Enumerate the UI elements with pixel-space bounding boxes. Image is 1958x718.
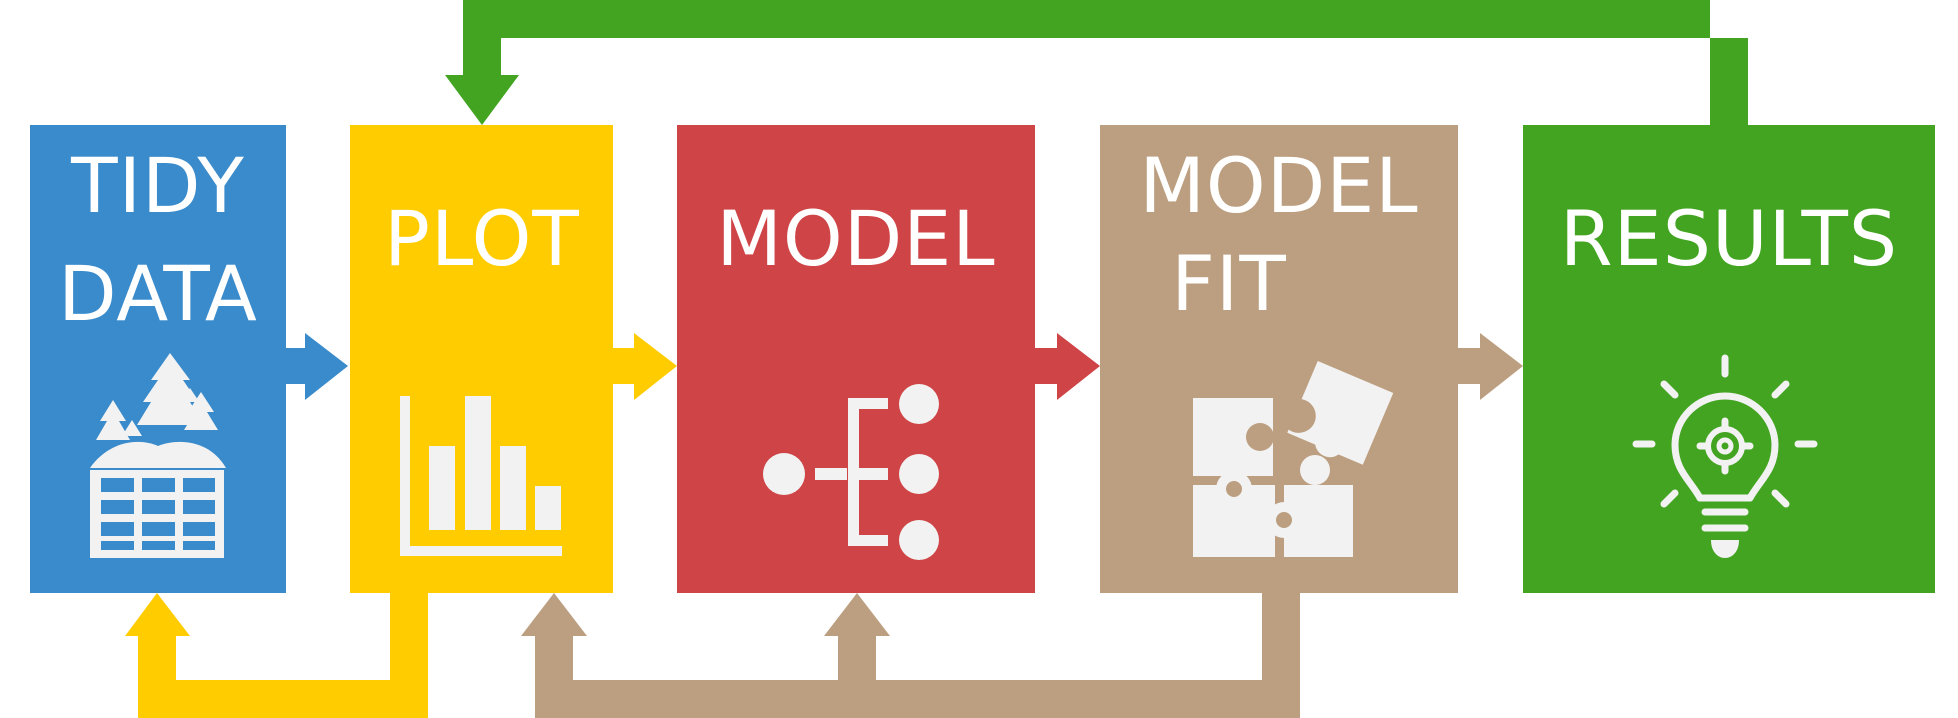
arrow-results-to-plot [445, 0, 1748, 125]
arrow-plot-to-tidy-head [125, 593, 190, 636]
arrow-plot-to-model-head [634, 333, 677, 400]
box-tidy-data-label-line2: DATA [58, 249, 258, 338]
arrow-fit-to-plot-and-model [521, 590, 1300, 718]
arrow-results-to-plot-line [463, 0, 1748, 125]
lightbulb-icon [1632, 354, 1818, 532]
arrow-fit-to-results-head [1480, 333, 1523, 400]
box-model-fit: MODEL FIT [1100, 125, 1458, 593]
arrow-fit-to-plot-head [521, 593, 587, 636]
bar-chart-icon [400, 396, 562, 556]
box-results-label: RESULTS [1560, 194, 1898, 283]
arrow-fit-to-results-line [1458, 348, 1480, 384]
box-plot-label: PLOT [384, 194, 580, 283]
arrow-tidy-to-plot-line [283, 348, 305, 384]
puzzle-icon [1193, 360, 1394, 557]
model-tree-icon [763, 384, 939, 560]
box-model-fit-label-line1: MODEL [1139, 141, 1418, 230]
arrow-fit-to-results [1458, 333, 1523, 400]
box-results: RESULTS [1523, 125, 1935, 593]
arrow-fit-to-model-head [824, 593, 890, 636]
arrow-plot-to-model-line [612, 348, 634, 384]
lightbulb-base [1711, 540, 1739, 558]
arrow-plot-to-tidy [125, 590, 428, 718]
arrow-plot-to-tidy-line [138, 590, 428, 718]
box-model: MODEL [677, 125, 1035, 593]
box-model-fit-label-line2: FIT [1171, 239, 1287, 328]
box-model-label: MODEL [716, 194, 995, 283]
arrow-tidy-to-plot [283, 333, 348, 400]
arrow-plot-to-model [612, 333, 677, 400]
arrow-results-to-plot-head [445, 75, 519, 125]
arrow-tidy-to-plot-head [305, 333, 348, 400]
arrow-model-to-fit-line [1035, 348, 1057, 384]
arrow-model-to-fit-head [1057, 333, 1100, 400]
forest-table-icon [90, 353, 226, 558]
box-tidy-data-label-line1: TIDY [70, 141, 245, 230]
arrow-model-to-fit [1035, 333, 1100, 400]
arrow-fit-to-model-line [535, 590, 1300, 718]
box-tidy-data: TIDY DATA [30, 125, 286, 593]
box-plot: PLOT [350, 125, 613, 593]
